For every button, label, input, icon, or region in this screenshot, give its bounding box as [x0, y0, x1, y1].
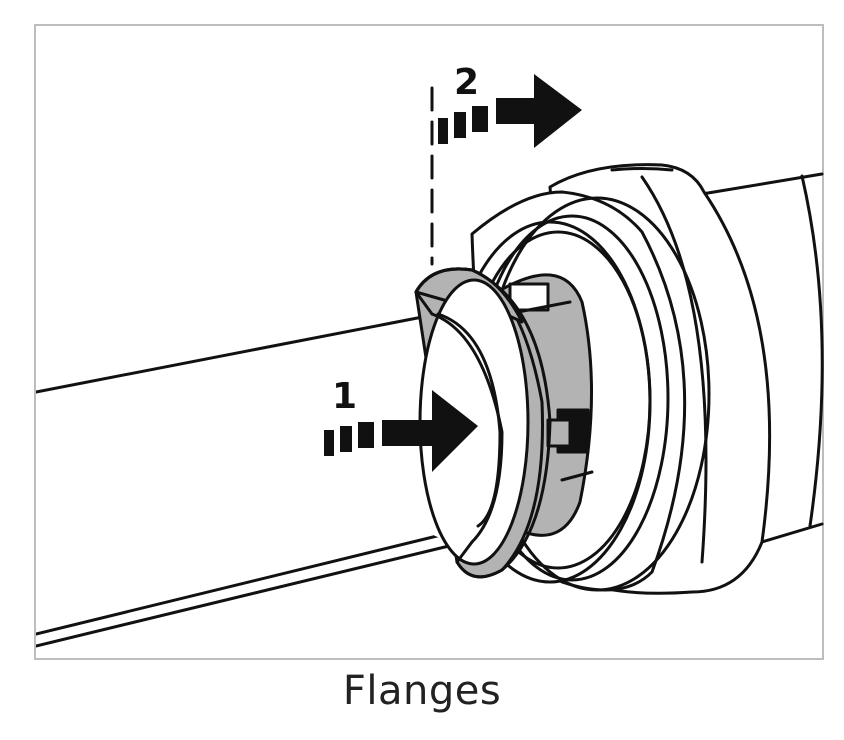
step-2-label: 2	[454, 62, 479, 103]
illustration-panel: 1 2	[34, 24, 824, 660]
pipe-fitting-illustration: 1 2	[36, 26, 826, 662]
figure-caption: Flanges	[0, 668, 844, 714]
inlet-pipe	[36, 312, 490, 646]
step-1-label: 1	[332, 376, 357, 417]
